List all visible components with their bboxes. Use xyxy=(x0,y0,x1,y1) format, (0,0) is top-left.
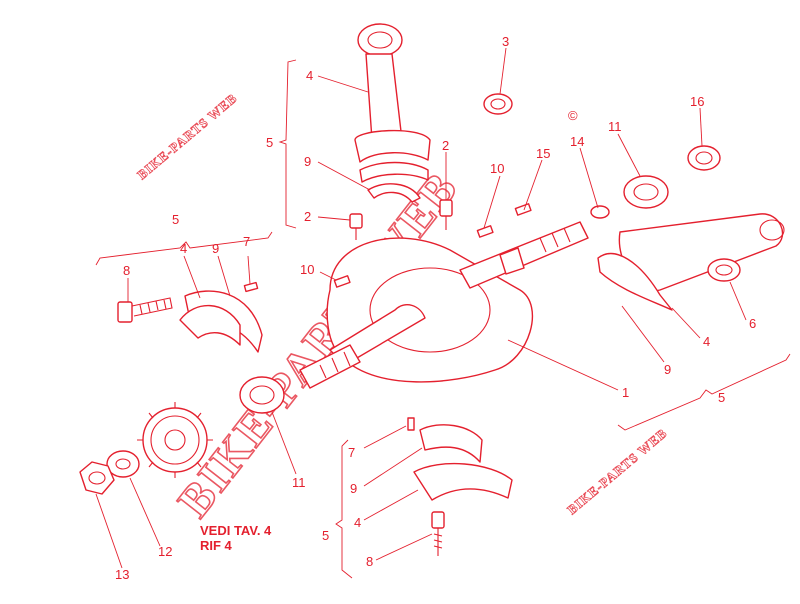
callout-9-right: 9 xyxy=(664,362,671,377)
callout-2-left: 2 xyxy=(304,209,311,224)
callout-10-right: 10 xyxy=(490,161,504,176)
callout-5-right: 5 xyxy=(718,390,725,405)
callout-9-left: 9 xyxy=(212,241,219,256)
reference-note: VEDI TAV. 4 RIF 4 xyxy=(200,523,272,553)
timing-gear xyxy=(137,402,213,478)
callout-2-right: 2 xyxy=(442,138,449,153)
oil-seal-right xyxy=(623,175,669,209)
callout-5-top: 5 xyxy=(266,135,273,150)
bearing-shell-bottom xyxy=(419,424,483,463)
watermark-copyright: © xyxy=(568,108,578,123)
callout-labels: 4 5 9 2 2 3 10 15 14 11 16 5 4 9 7 8 10 … xyxy=(115,34,756,582)
callout-5-bottom: 5 xyxy=(322,528,329,543)
callout-12: 12 xyxy=(158,544,172,559)
key-right xyxy=(476,225,494,238)
pin-7-left xyxy=(243,281,259,293)
callout-7-bottom: 7 xyxy=(348,445,355,460)
reference-note-line2: RIF 4 xyxy=(200,538,233,553)
callout-9-top: 9 xyxy=(304,154,311,169)
connecting-rod-right xyxy=(597,213,785,311)
key-15 xyxy=(514,203,532,216)
oil-seal-left xyxy=(239,376,285,414)
cap-bottom xyxy=(413,462,513,501)
bolt-left xyxy=(349,213,363,240)
pin-7-bottom xyxy=(407,417,415,431)
bearing-shell-left xyxy=(179,304,241,346)
callout-4-right: 4 xyxy=(703,334,710,349)
seal-16 xyxy=(687,145,721,171)
callout-10-left: 10 xyxy=(300,262,314,277)
bushing-right xyxy=(707,258,741,282)
callout-11-right: 11 xyxy=(608,119,622,134)
callout-9-bottom: 9 xyxy=(350,481,357,496)
leader-lines xyxy=(95,47,747,569)
callout-8-left: 8 xyxy=(123,263,130,278)
key-left xyxy=(333,275,351,288)
bolt-right xyxy=(439,199,453,230)
callout-7-left: 7 xyxy=(243,234,250,249)
callout-4-top: 4 xyxy=(306,68,313,83)
callout-4-bottom: 4 xyxy=(354,515,361,530)
callout-3: 3 xyxy=(502,34,509,49)
reference-note-line1: VEDI TAV. 4 xyxy=(200,523,272,538)
callout-6: 6 xyxy=(749,316,756,331)
callout-4-left: 4 xyxy=(180,241,187,256)
callout-1: 1 xyxy=(622,385,629,400)
callout-15: 15 xyxy=(536,146,550,161)
watermark-small-top-left: BIKE-PARTS WEB xyxy=(134,90,240,182)
callout-13: 13 xyxy=(115,567,129,582)
callout-11-left: 11 xyxy=(292,475,306,490)
watermark-small-bottom-right: BIKE-PARTS WEB xyxy=(564,425,670,517)
bracket-group xyxy=(95,59,791,579)
plug-14 xyxy=(590,205,610,219)
callout-5-left: 5 xyxy=(172,212,179,227)
bushing-top xyxy=(483,93,513,115)
crankshaft xyxy=(299,221,589,389)
bolt-8-bottom xyxy=(431,511,445,556)
connecting-rod-top xyxy=(354,23,431,183)
callout-8-bottom: 8 xyxy=(366,554,373,569)
bearing-shell-top xyxy=(367,183,421,203)
callout-16: 16 xyxy=(690,94,704,109)
callout-14: 14 xyxy=(570,134,584,149)
nut-13 xyxy=(79,461,115,495)
washer-12 xyxy=(106,450,140,478)
bolt-8-left xyxy=(117,297,173,323)
